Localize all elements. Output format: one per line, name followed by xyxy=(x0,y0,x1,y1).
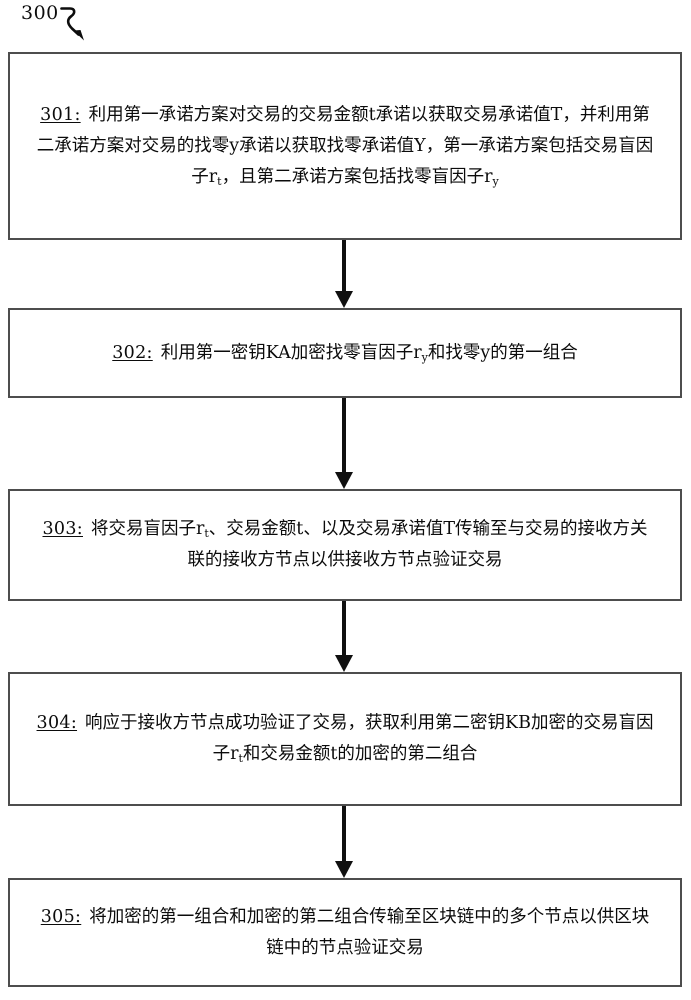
arrow-shaft xyxy=(342,398,346,474)
step-number-303: 303: xyxy=(42,519,83,539)
flowchart-step-305: 305:将加密的第一组合和加密的第二组合传输至区块链中的多个节点以供区块链中的节… xyxy=(8,878,682,987)
arrow-head xyxy=(335,472,353,489)
down-arrow-icon xyxy=(334,398,354,489)
arrow-head xyxy=(335,655,353,672)
curved-arrow-icon xyxy=(60,3,96,43)
step-number-304: 304: xyxy=(36,713,78,733)
flowchart-step-303-text: 303:将交易盲因子rt、交易金额t、以及交易承诺值T传输至与交易的接收方关联的… xyxy=(42,519,648,570)
flowchart-step-301: 301:利用第一承诺方案对交易的交易金额t承诺以获取交易承诺值T，并利用第二承诺… xyxy=(8,52,682,240)
figure-number-label: 300 xyxy=(21,2,59,24)
flowchart-step-301-text: 301:利用第一承诺方案对交易的交易金额t承诺以获取交易承诺值T，并利用第二承诺… xyxy=(36,104,654,188)
flowchart-step-305-text: 305:将加密的第一组合和加密的第二组合传输至区块链中的多个节点以供区块链中的节… xyxy=(40,906,650,958)
arrow-shaft xyxy=(342,240,346,293)
step-number-302: 302: xyxy=(112,342,153,363)
arrow-head xyxy=(335,291,353,308)
step-number-301: 301: xyxy=(40,104,81,125)
arrow-shaft xyxy=(342,601,346,657)
down-arrow-icon xyxy=(334,806,354,878)
flowchart-step-304-text: 304:响应于接收方节点成功验证了交易，获取利用第二密钥KB加密的交易盲因子rt… xyxy=(36,713,654,765)
flowchart-step-302-text: 302:利用第一密钥KA加密找零盲因子ry和找零y的第一组合 xyxy=(112,342,578,364)
step-number-305: 305: xyxy=(40,906,82,927)
down-arrow-icon xyxy=(334,601,354,672)
arrow-head xyxy=(335,861,353,878)
flowchart-step-304: 304:响应于接收方节点成功验证了交易，获取利用第二密钥KB加密的交易盲因子rt… xyxy=(8,672,682,806)
flowchart-step-302: 302:利用第一密钥KA加密找零盲因子ry和找零y的第一组合 xyxy=(8,308,682,398)
down-arrow-icon xyxy=(334,240,354,308)
flowchart-step-303: 303:将交易盲因子rt、交易金额t、以及交易承诺值T传输至与交易的接收方关联的… xyxy=(8,489,682,601)
arrow-shaft xyxy=(342,806,346,863)
